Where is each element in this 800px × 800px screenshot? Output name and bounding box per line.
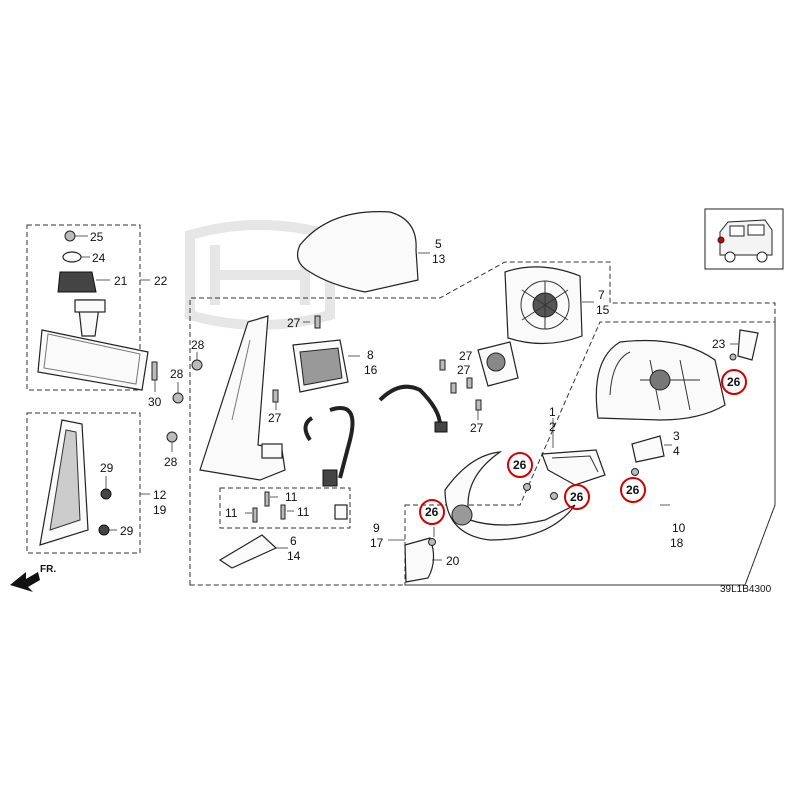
screw-26-icon	[631, 468, 639, 476]
part-label: 28	[170, 367, 184, 381]
bolt-28-icon	[172, 382, 184, 404]
mirror-actuator-unit	[292, 339, 349, 393]
pillar-garnish	[39, 419, 89, 546]
part-label: 21	[114, 274, 128, 288]
bolt-27-icon	[303, 315, 321, 329]
part-label: 27	[459, 349, 473, 363]
mirror-motor	[477, 341, 519, 387]
part-label: 25	[90, 230, 104, 244]
turn-signal-lamp	[541, 449, 606, 486]
part-label: 11	[285, 490, 298, 504]
group-box-rearview-mirror	[26, 224, 141, 391]
bolt-27-icon	[475, 399, 482, 420]
part-label: 27	[457, 363, 471, 377]
part-label: 13	[432, 252, 446, 266]
part-label-highlighted: 26	[425, 505, 439, 519]
screw-11-icon	[280, 504, 294, 520]
front-indicator-label: FR.	[40, 564, 56, 575]
part-label: 5	[435, 237, 442, 251]
part-label-highlighted: 26	[513, 458, 527, 472]
part-label: 2	[549, 420, 556, 434]
part-label-highlighted: 26	[727, 375, 741, 389]
screw-26-icon	[523, 483, 531, 491]
part-label: 20	[446, 554, 460, 568]
screw-11-icon	[245, 507, 258, 523]
mirror-garnish-trim	[218, 534, 278, 569]
part-label: 8	[367, 348, 374, 362]
part-label: 1	[549, 405, 556, 419]
part-label: 24	[92, 251, 106, 265]
diagram-code: 39L1B4300	[720, 584, 772, 595]
part-label: 14	[287, 549, 301, 563]
mirror-glass	[504, 266, 583, 345]
part-label: 11	[225, 506, 238, 520]
part-label: 7	[598, 288, 605, 302]
part-label: 17	[370, 536, 384, 550]
part-label: 29	[100, 461, 114, 475]
group-box-screws	[219, 487, 351, 529]
mirror-cover-cap	[297, 211, 419, 293]
part-label: 6	[290, 534, 297, 548]
highlight-circle	[721, 369, 747, 395]
part-label: 18	[670, 536, 684, 550]
cap-24-icon	[62, 251, 90, 263]
mirror-base-mount	[199, 315, 286, 481]
group-box-pillar-garnish	[26, 412, 141, 554]
part-label: 28	[164, 455, 178, 469]
part-label: 30	[148, 395, 162, 409]
part-label: 27	[268, 411, 282, 425]
clip-29-icon	[98, 524, 117, 536]
bolt-27-icon	[450, 382, 457, 394]
bolt-27-icon	[272, 389, 279, 410]
highlight-circle	[419, 499, 445, 525]
part-label: 12	[153, 488, 167, 502]
part-label: 27	[287, 316, 301, 330]
vehicle-thumbnail	[704, 208, 784, 270]
part-label-highlighted: 26	[570, 490, 584, 504]
part-label: 27	[470, 421, 484, 435]
part-label: 28	[191, 338, 205, 352]
screw-11-icon	[264, 491, 278, 507]
wire-harness	[303, 384, 448, 520]
front-direction-arrow-icon	[10, 572, 40, 592]
lamp-bracket	[631, 435, 665, 463]
part-label: 11	[297, 505, 310, 519]
screw-30-icon	[151, 361, 158, 392]
rearview-mirror	[37, 299, 149, 391]
mirror-skull-cover	[444, 451, 576, 541]
bracket-21-icon	[57, 271, 110, 293]
highlight-circle	[564, 484, 590, 510]
bolt-28-icon	[166, 431, 178, 452]
part-label: 3	[673, 429, 680, 443]
group-box-mirror-housing	[404, 321, 776, 586]
cover-23-icon	[730, 329, 759, 361]
part-label-highlighted: 26	[626, 483, 640, 497]
highlight-circle	[620, 477, 646, 503]
part-label: 19	[153, 503, 167, 517]
part-label: 22	[154, 274, 168, 288]
part-label: 4	[673, 444, 680, 458]
bolt-28-icon	[191, 352, 203, 371]
part-label: 16	[364, 363, 378, 377]
screw-25-icon	[64, 230, 88, 242]
clip-29-icon	[100, 476, 112, 500]
mirror-housing-shell	[595, 339, 726, 421]
bolt-27-icon	[439, 359, 446, 371]
screw-26-icon	[550, 492, 558, 500]
part-label: 15	[596, 303, 610, 317]
part-label: 23	[712, 337, 726, 351]
group-box-door-mirror-assembly	[189, 261, 776, 586]
highlight-circle	[507, 452, 533, 478]
part-label: 9	[373, 521, 380, 535]
part-label: 29	[120, 524, 134, 538]
bolt-27-icon	[466, 377, 473, 389]
screw-26-icon	[428, 538, 436, 546]
part-label: 10	[672, 521, 686, 535]
